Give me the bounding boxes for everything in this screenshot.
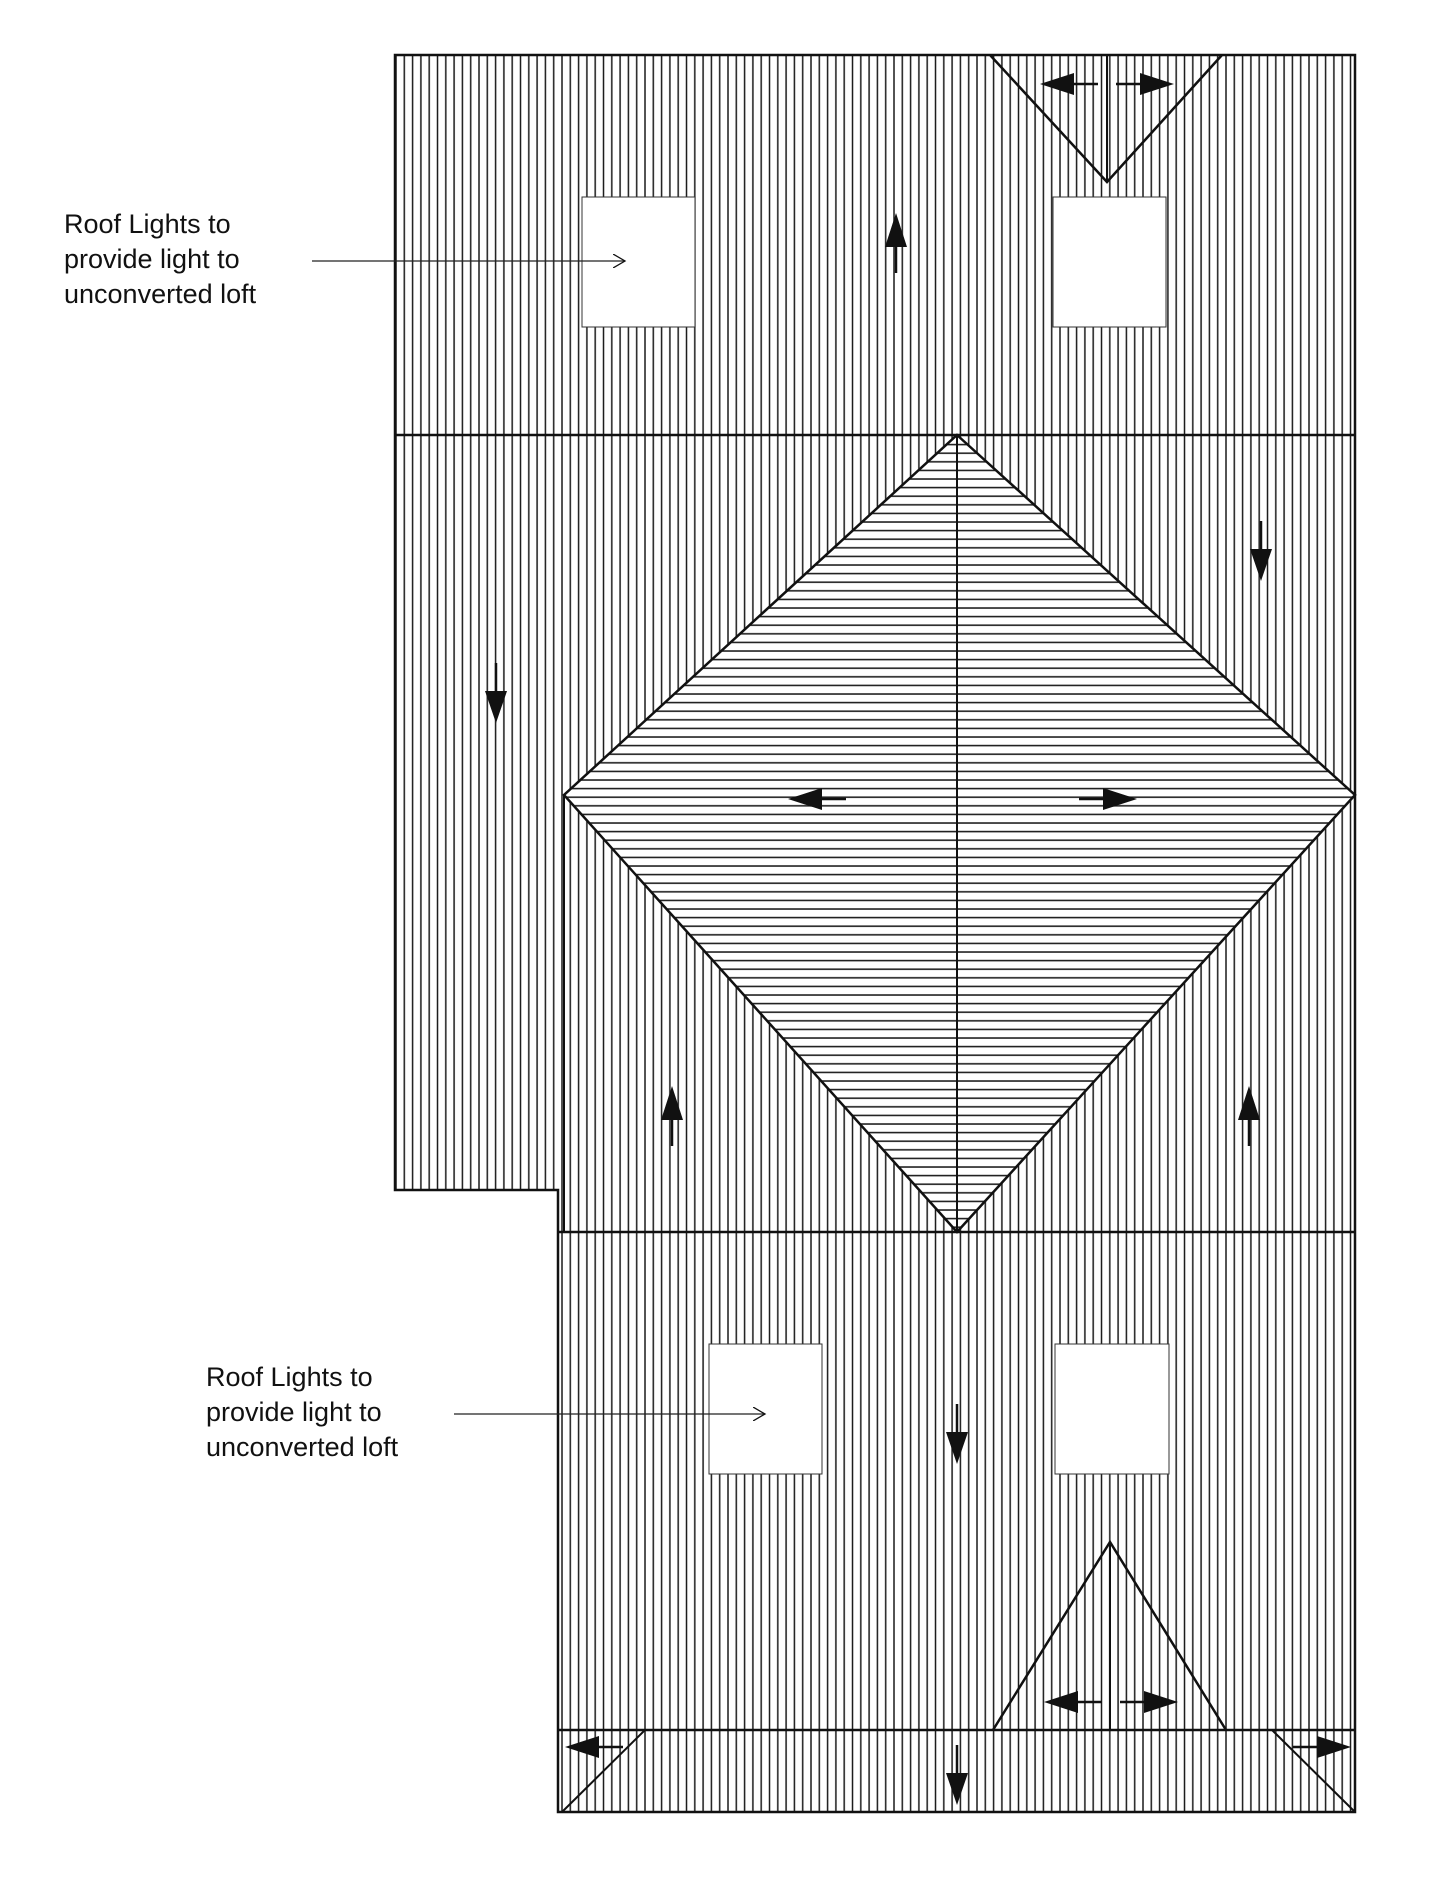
annotation-line: provide light to — [206, 1397, 382, 1427]
arrow-left-icon — [1040, 73, 1098, 95]
arrow-down-icon — [946, 1404, 968, 1464]
arrow-up-icon — [1238, 1086, 1260, 1146]
annotation-line: unconverted loft — [206, 1432, 399, 1462]
arrow-down-icon — [485, 663, 507, 723]
arrow-left-icon — [565, 1736, 623, 1758]
arrow-right-icon — [1120, 1691, 1178, 1713]
arrow-up-icon — [885, 213, 907, 273]
roof-light — [708, 1343, 823, 1475]
roof-light — [1054, 1343, 1170, 1475]
annotation-line: provide light to — [64, 244, 240, 274]
arrow-up-icon — [661, 1086, 683, 1146]
arrow-left-icon — [1044, 1691, 1102, 1713]
annotation-line: Roof Lights to — [64, 209, 231, 239]
rooflight-annotation-bottom: Roof Lights to provide light to unconver… — [206, 1360, 398, 1465]
arrow-down-icon — [946, 1745, 968, 1805]
arrow-down-icon — [1250, 521, 1272, 581]
annotation-line: Roof Lights to — [206, 1362, 373, 1392]
arrow-right-icon — [1293, 1736, 1351, 1758]
annotation-line: unconverted loft — [64, 279, 257, 309]
arrow-left-icon — [788, 788, 846, 810]
roof-light — [1052, 196, 1167, 328]
arrow-right-icon — [1079, 788, 1137, 810]
arrow-right-icon — [1116, 73, 1174, 95]
bottom-left-hip — [561, 1729, 646, 1813]
rooflight-annotation-top: Roof Lights to provide light to unconver… — [64, 207, 256, 312]
roof-light — [581, 196, 696, 328]
bottom-right-hip — [1271, 1729, 1356, 1813]
